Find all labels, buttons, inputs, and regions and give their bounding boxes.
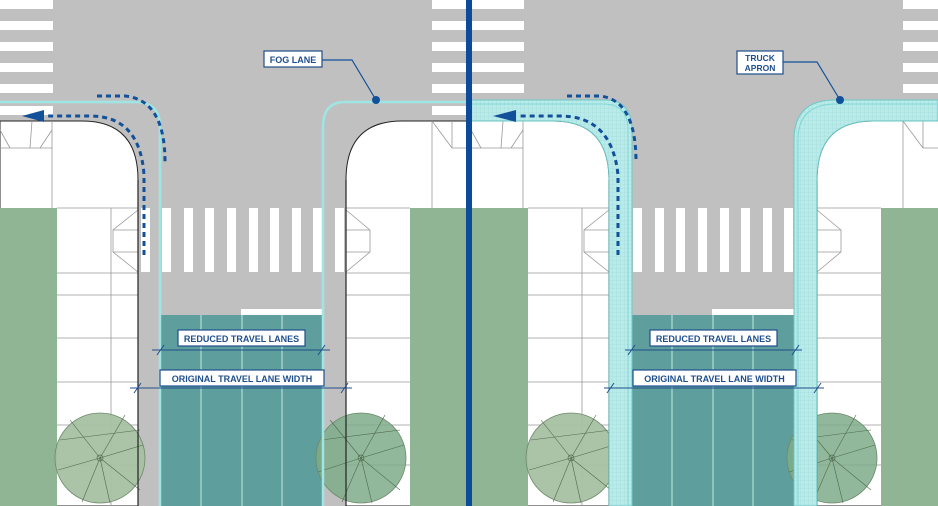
fog-lane-line [0, 100, 467, 506]
callout-truck-apron: TRUCK APRON [736, 50, 784, 75]
turning-path-icon [45, 94, 167, 255]
panel-truck-apron [472, 0, 938, 506]
dim-reduced-travel-lanes-left: REDUCED TRAVEL LANES [177, 329, 306, 347]
panel-fog-lane [0, 0, 467, 506]
dim-original-lane-width-left: ORIGINAL TRAVEL LANE WIDTH [159, 369, 325, 387]
dim-reduced-travel-lanes-right: REDUCED TRAVEL LANES [649, 329, 778, 347]
turning-path-icon [517, 94, 638, 255]
panel-divider [466, 0, 472, 506]
svg-text:APRON: APRON [745, 63, 776, 73]
svg-text:ORIGINAL TRAVEL LANE WIDTH: ORIGINAL TRAVEL LANE WIDTH [172, 374, 313, 384]
callout-fog-lane: FOG LANE [263, 50, 323, 68]
callout-dot-icon [372, 96, 380, 104]
callout-dot-icon [836, 96, 844, 104]
dim-original-lane-width-right: ORIGINAL TRAVEL LANE WIDTH [632, 369, 797, 387]
arrowhead-icon [22, 110, 44, 122]
callout-label: FOG LANE [270, 55, 317, 65]
arrowhead-icon [493, 110, 516, 122]
svg-text:ORIGINAL TRAVEL LANE WIDTH: ORIGINAL TRAVEL LANE WIDTH [644, 374, 785, 384]
svg-text:TRUCK: TRUCK [745, 53, 776, 63]
svg-text:REDUCED TRAVEL LANES: REDUCED TRAVEL LANES [184, 334, 299, 344]
svg-text:REDUCED TRAVEL LANES: REDUCED TRAVEL LANES [656, 334, 771, 344]
